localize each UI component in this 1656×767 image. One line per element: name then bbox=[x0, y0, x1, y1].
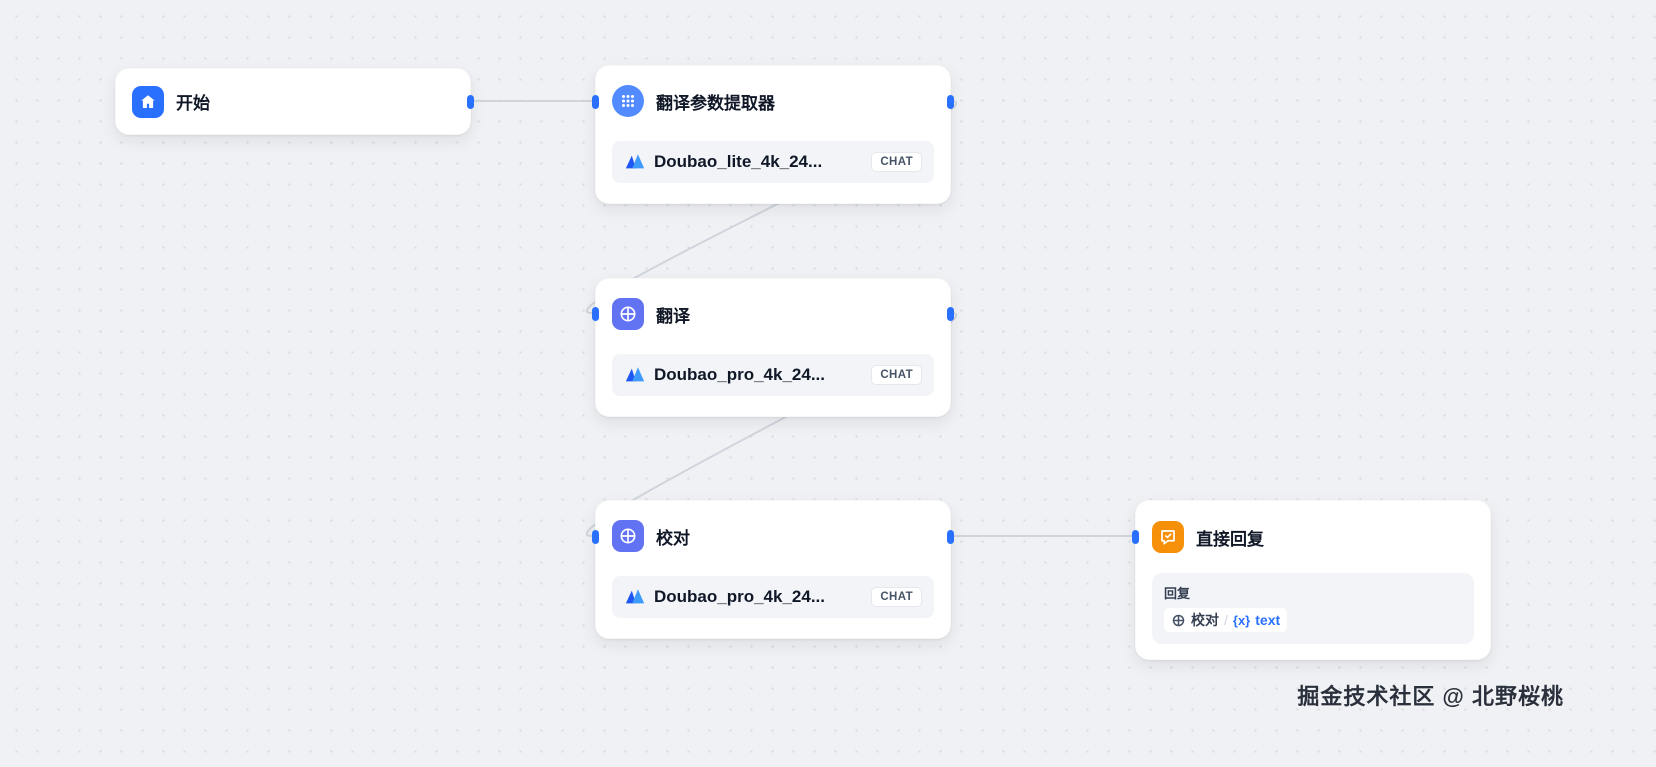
model-name: Doubao_pro_4k_24... bbox=[654, 365, 826, 384]
source-handle[interactable] bbox=[467, 95, 474, 109]
variable-reference[interactable]: 校对 / {x} text bbox=[1164, 608, 1288, 632]
variable-x-icon: {x} bbox=[1232, 612, 1251, 628]
llm-icon bbox=[612, 520, 644, 552]
node-title: 直接回复 bbox=[1196, 529, 1264, 549]
doubao-model-icon bbox=[624, 151, 646, 173]
variable-name: text bbox=[1255, 612, 1281, 628]
watermark-text: 掘金技术社区 @ 北野桜桃 bbox=[1297, 684, 1564, 709]
parameter-extractor-icon bbox=[612, 85, 644, 117]
reply-section-label: 回复 bbox=[1164, 586, 1191, 601]
node-title: 开始 bbox=[176, 94, 210, 113]
doubao-model-icon bbox=[624, 586, 646, 608]
node-title: 校对 bbox=[656, 528, 690, 548]
node-parameter-extractor[interactable]: 翻译参数提取器 Doubao_lite_4k_24... CHAT bbox=[592, 65, 954, 204]
ref-separator: / bbox=[1224, 612, 1228, 628]
model-selector[interactable]: Doubao_pro_4k_24... CHAT bbox=[612, 576, 934, 618]
doubao-model-icon bbox=[624, 364, 646, 386]
target-handle[interactable] bbox=[592, 307, 599, 321]
reply-answer-panel: 回复 校对 / {x} text bbox=[1152, 573, 1474, 644]
source-handle[interactable] bbox=[947, 530, 954, 544]
target-handle[interactable] bbox=[592, 95, 599, 109]
node-translate-llm[interactable]: 翻译 Doubao_pro_4k_24... CHAT bbox=[592, 278, 954, 417]
home-icon bbox=[132, 85, 164, 118]
node-proofread-llm[interactable]: 校对 Doubao_pro_4k_24... CHAT bbox=[592, 500, 954, 639]
model-type-badge: CHAT bbox=[871, 587, 922, 607]
model-type-badge: CHAT bbox=[871, 152, 922, 172]
node-title: 翻译 bbox=[656, 306, 690, 326]
model-selector[interactable]: Doubao_lite_4k_24... CHAT bbox=[612, 141, 934, 183]
target-handle[interactable] bbox=[1132, 530, 1139, 544]
model-name: Doubao_lite_4k_24... bbox=[654, 152, 823, 171]
node-direct-reply[interactable]: 直接回复 回复 校对 / {x} text bbox=[1132, 500, 1491, 660]
ref-node-name: 校对 bbox=[1191, 612, 1219, 628]
model-selector[interactable]: Doubao_pro_4k_24... CHAT bbox=[612, 354, 934, 396]
target-handle[interactable] bbox=[592, 530, 599, 544]
source-handle[interactable] bbox=[947, 95, 954, 109]
reply-bubble-icon bbox=[1152, 521, 1184, 553]
ref-node-icon bbox=[1172, 614, 1185, 626]
model-name: Doubao_pro_4k_24... bbox=[654, 587, 826, 606]
node-start[interactable]: 开始 bbox=[115, 68, 474, 135]
source-handle[interactable] bbox=[947, 307, 954, 321]
node-title: 翻译参数提取器 bbox=[656, 93, 775, 113]
model-type-badge: CHAT bbox=[871, 365, 922, 385]
llm-icon bbox=[612, 298, 644, 330]
